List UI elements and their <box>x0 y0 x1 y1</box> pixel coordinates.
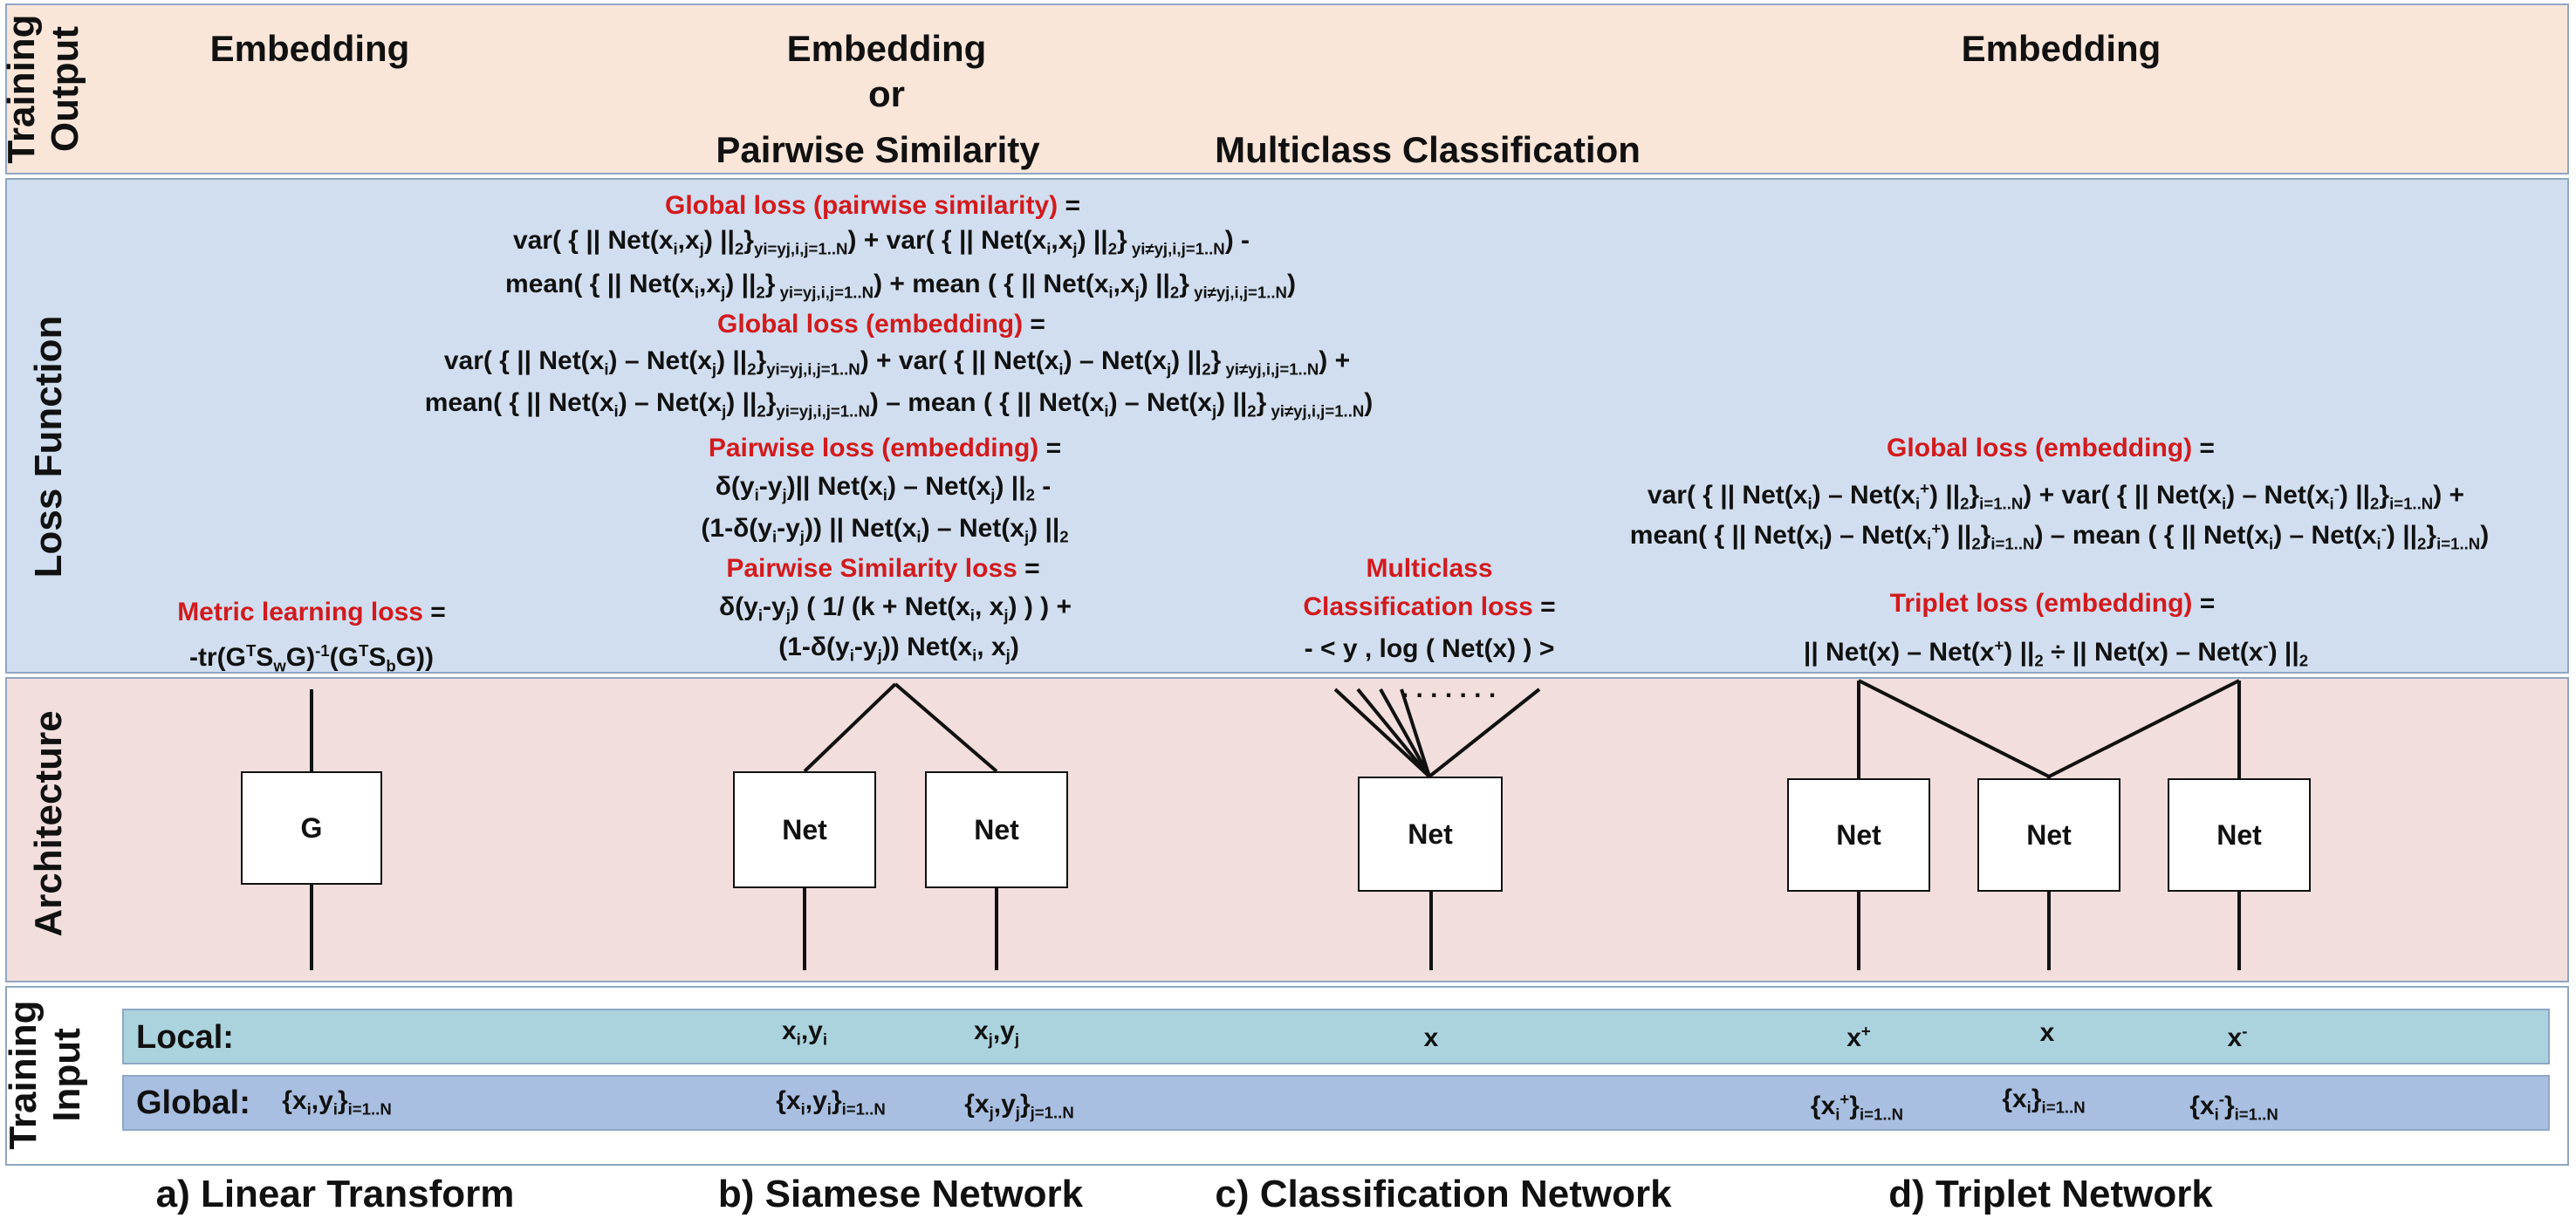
metric-learning-loss-formula: -tr(GTSwG)-1(GTSbG)) <box>188 641 435 675</box>
output-b-line2: or <box>868 73 905 114</box>
box-net-b2: Net <box>925 771 1068 888</box>
global-input-strip <box>122 1075 2550 1131</box>
global-label: Global: <box>136 1085 250 1121</box>
triplet-loss-formula: || Net(x) – Net(x+) ||2 ÷ || Net(x) – Ne… <box>1803 636 2309 670</box>
global-input-d3: {xi-}i=1..N <box>2189 1090 2278 1124</box>
box-net-d2: Net <box>1977 778 2120 892</box>
local-input-d2: x <box>2039 1018 2055 1047</box>
global-loss-pairwise-title: Global loss (pairwise similarity) = <box>664 191 1081 220</box>
pairwise-similarity-loss-title: Pairwise Similarity loss = <box>726 554 1040 583</box>
local-input-d1: x+ <box>1846 1022 1871 1053</box>
output-b-line3: Pairwise Similarity <box>716 129 1040 170</box>
local-label: Local: <box>136 1019 234 1056</box>
pairwise-loss-embedding-line2: (1-δ(yi-yj)) || Net(xi) – Net(xj) ||2 <box>701 514 1069 546</box>
loss-function-band <box>5 178 2569 674</box>
pairwise-similarity-loss-line2: (1-δ(yi-yj)) Net(xi, xj) <box>778 633 1019 665</box>
local-input-d3: x- <box>2227 1022 2248 1053</box>
caption-c: c) Classification Network <box>1215 1173 1672 1215</box>
output-b-line1: Embedding <box>786 28 987 69</box>
box-net-c: Net <box>1358 777 1503 892</box>
local-input-c: x <box>1423 1023 1439 1052</box>
global-loss-embedding-d-title: Global loss (embedding) = <box>1887 434 2215 462</box>
global-loss-embedding-d-line2: mean( { || Net(xi) – Net(xi+) ||2}i=1..N… <box>1629 519 2490 553</box>
connector-siamese-left <box>803 682 897 773</box>
multiclass-loss-title-line2: Classification loss = <box>1303 592 1556 621</box>
connector-fan-3 <box>1379 688 1431 777</box>
global-loss-embedding-b-line2: mean( { || Net(xi) – Net(xj) ||2}yi=yj,i… <box>424 388 1374 421</box>
connector-fan-4 <box>1400 688 1431 777</box>
local-input-b1: xi,yi <box>781 1016 828 1049</box>
output-d: Embedding <box>1961 28 2162 69</box>
multiclass-loss-formula: - < y , log ( Net(x) ) > <box>1304 634 1555 663</box>
pairwise-similarity-loss-line1: δ(yi-yj) ( 1/ (k + Net(xi, xj) ) ) + <box>719 592 1072 625</box>
local-input-strip <box>122 1009 2550 1064</box>
connector-fan-5 <box>1428 688 1541 778</box>
metric-learning-loss-title: Metric learning loss = <box>177 598 446 626</box>
connector-triplet-left-diag <box>1858 679 2050 778</box>
global-loss-embedding-b-line1: var( { || Net(xi) – Net(xj) ||2}yi=yj,i,… <box>443 346 1351 379</box>
global-loss-embedding-b-title: Global loss (embedding) = <box>717 310 1045 339</box>
global-loss-embedding-d-line1: var( { || Net(xi) – Net(xi+) ||2}i=1..N)… <box>1647 479 2465 513</box>
caption-a: a) Linear Transform <box>155 1173 515 1215</box>
global-input-d2: {xi}i=1..N <box>2002 1085 2086 1117</box>
global-input-d1: {xi+}i=1..N <box>1810 1090 1904 1124</box>
training-output-band <box>5 3 2569 175</box>
caption-d: d) Triplet Network <box>1888 1173 2213 1215</box>
global-loss-pairwise-line2: mean( { || Net(xi,xj) ||2} yi=yj,i,j=1..… <box>505 270 1296 302</box>
global-loss-pairwise-line1: var( { || Net(xi,xj) ||2}yi=yj,i,j=1..N)… <box>512 226 1250 258</box>
pairwise-loss-embedding-title: Pairwise loss (embedding) = <box>708 434 1062 462</box>
box-net-d3: Net <box>2168 778 2311 892</box>
global-input-b2: {xj,yj}j=1..N <box>964 1090 1074 1122</box>
caption-b: b) Siamese Network <box>717 1173 1084 1215</box>
connector-fan-2 <box>1356 688 1431 778</box>
local-input-b2: xj,yj <box>973 1016 1020 1049</box>
multiclass-loss-title-line1: Multiclass <box>1366 554 1493 583</box>
output-c: Multiclass Classification <box>1215 129 1641 170</box>
connector-siamese-right <box>894 682 998 773</box>
triplet-loss-title: Triplet loss (embedding) = <box>1889 589 2216 618</box>
fan-ellipsis: . . . . . . . <box>1401 674 1497 703</box>
box-net-b1: Net <box>733 771 876 888</box>
global-input-a: {xi,yi}i=1..N <box>282 1086 392 1119</box>
connector-triplet-right-diag <box>2048 679 2240 778</box>
output-a: Embedding <box>209 28 410 69</box>
global-input-b1: {xi,yi}i=1..N <box>776 1086 886 1119</box>
connector-fan-1 <box>1333 688 1431 778</box>
pairwise-loss-embedding-line1: δ(yi-yj)|| Net(xi) – Net(xj) ||2 - <box>715 472 1052 504</box>
box-g: G <box>241 771 382 885</box>
box-net-d1: Net <box>1787 778 1930 892</box>
